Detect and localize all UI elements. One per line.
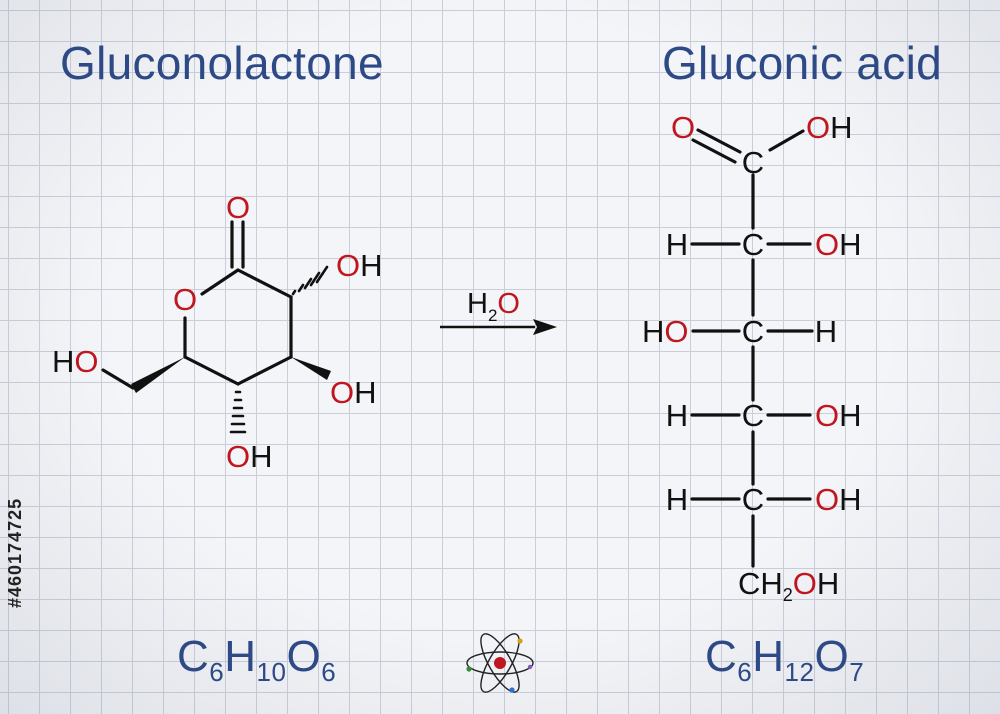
hydroxyl-right: OH — [330, 375, 377, 410]
carbon-1: C — [742, 145, 764, 180]
gluconic-acid-structure: O OH C H C OH HO C H H C OH H C OH CH2OH — [642, 110, 862, 605]
reactant-name: Gluconolactone — [60, 37, 384, 89]
stock-id-label: #460174725 — [5, 497, 25, 608]
hydroxyl-c3: HO — [642, 314, 689, 349]
carbon-5: C — [742, 482, 764, 517]
carbon-4: C — [742, 398, 764, 433]
reactant-formula: C6H10O6 — [177, 632, 337, 687]
atom-icon — [466, 633, 534, 693]
acid-carbonyl-oxygen: O — [671, 110, 695, 145]
ring-oxygen: O — [173, 282, 197, 317]
hydrogen-c5: H — [666, 482, 688, 517]
product-name: Gluconic acid — [661, 37, 942, 89]
terminal-ch2oh: CH2OH — [738, 566, 839, 605]
hydrogen-c3: H — [815, 314, 837, 349]
water-reagent: H2O — [467, 288, 520, 325]
carbonyl-oxygen: O — [226, 190, 250, 225]
reaction-arrow: H2O — [440, 288, 557, 335]
carbon-3: C — [742, 314, 764, 349]
acid-hydroxyl: OH — [806, 110, 853, 145]
product-formula: C6H12O7 — [705, 632, 865, 687]
hydrogen-c4: H — [666, 398, 688, 433]
hydrogen-c2: H — [666, 227, 688, 262]
hydroxyl-top: OH — [336, 248, 383, 283]
hydroxyl-c4: OH — [815, 398, 862, 433]
carbon-2: C — [742, 227, 764, 262]
hydroxymethyl: HO — [52, 344, 99, 379]
gluconolactone-structure: O O OH OH OH HO — [52, 190, 383, 474]
arrow-head — [533, 319, 557, 335]
hydroxyl-bottom: OH — [226, 439, 273, 474]
hydroxyl-c2: OH — [815, 227, 862, 262]
hydroxyl-c5: OH — [815, 482, 862, 517]
